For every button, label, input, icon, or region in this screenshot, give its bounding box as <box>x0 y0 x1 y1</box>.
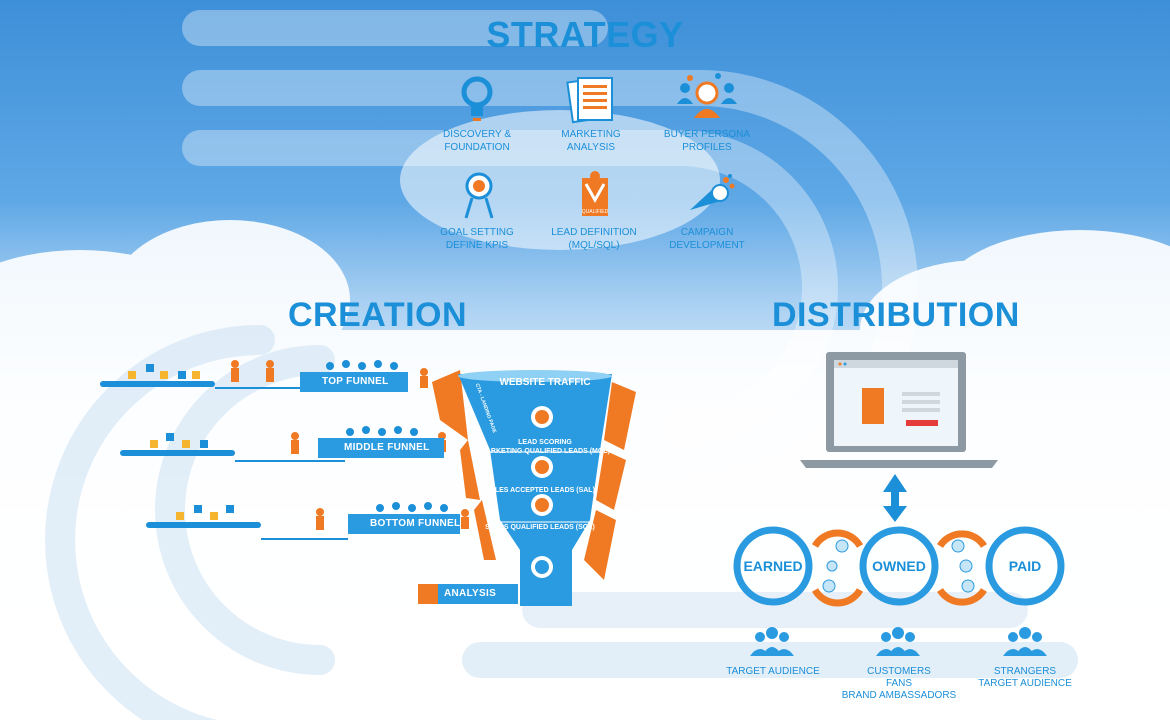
paid-label: PAID <box>1008 558 1042 574</box>
crowds <box>326 360 448 512</box>
strategy-label-lead-definition: LEAD DEFINITION(MQL/SQL) <box>551 227 637 251</box>
creation-title: CREATION <box>288 296 468 334</box>
conveyor-boxes <box>128 364 234 520</box>
owned-label: OWNED <box>872 558 926 574</box>
workers <box>231 360 469 530</box>
owned-audience-label: CUSTOMERS FANS BRAND AMBASSADORS <box>841 666 957 701</box>
laptop-icon <box>800 352 998 468</box>
channel-media-icons <box>822 539 975 593</box>
strategy-title: STRATEGY <box>486 14 684 55</box>
earned-audience-label: TARGET AUDIENCE <box>726 666 820 677</box>
funnel-body <box>458 370 612 606</box>
cycle-arrows <box>811 529 987 607</box>
arc-stripes <box>45 10 1078 720</box>
target-icon <box>464 172 494 219</box>
qualified-badge-text: QUALIFIED <box>582 209 609 215</box>
audience-icons <box>750 627 1047 656</box>
funnel-orange-panels <box>432 370 636 580</box>
bottom-funnel-label: BOTTOM FUNNEL <box>370 518 461 529</box>
distribution-title: DISTRIBUTION <box>772 296 1020 334</box>
funnel-stage-badges <box>531 406 553 578</box>
documents-icon <box>566 76 613 124</box>
channel-circles <box>733 526 1065 606</box>
megaphone-icon <box>690 174 735 210</box>
qualified-badge-icon: QUALIFIED <box>582 171 609 216</box>
sales-accepted-leads-label: SALES ACCEPTED LEADS (SAL) <box>485 487 595 494</box>
middle-funnel-label: MIDDLE FUNNEL <box>344 442 430 453</box>
double-arrow-icon <box>883 474 907 522</box>
sales-qualified-leads-label: SALES QUALIFIED LEADS (SQL) <box>485 524 595 531</box>
analysis-label: ANALYSIS <box>444 588 497 599</box>
strategy-label-discovery: DISCOVERY &FOUNDATION <box>443 129 511 153</box>
earned-label: EARNED <box>743 558 803 574</box>
paid-audience-label: STRANGERS TARGET AUDIENCE <box>978 666 1072 689</box>
funnel-bars <box>300 372 518 604</box>
top-funnel-label: TOP FUNNEL <box>322 376 389 387</box>
lead-scoring-label: LEAD SCORING MARKETING QUALIFIED LEADS (… <box>480 439 610 455</box>
persona-icon <box>677 73 737 118</box>
lightbulb-icon <box>461 76 493 121</box>
website-traffic-label: WEBSITE TRAFFIC <box>499 377 591 388</box>
